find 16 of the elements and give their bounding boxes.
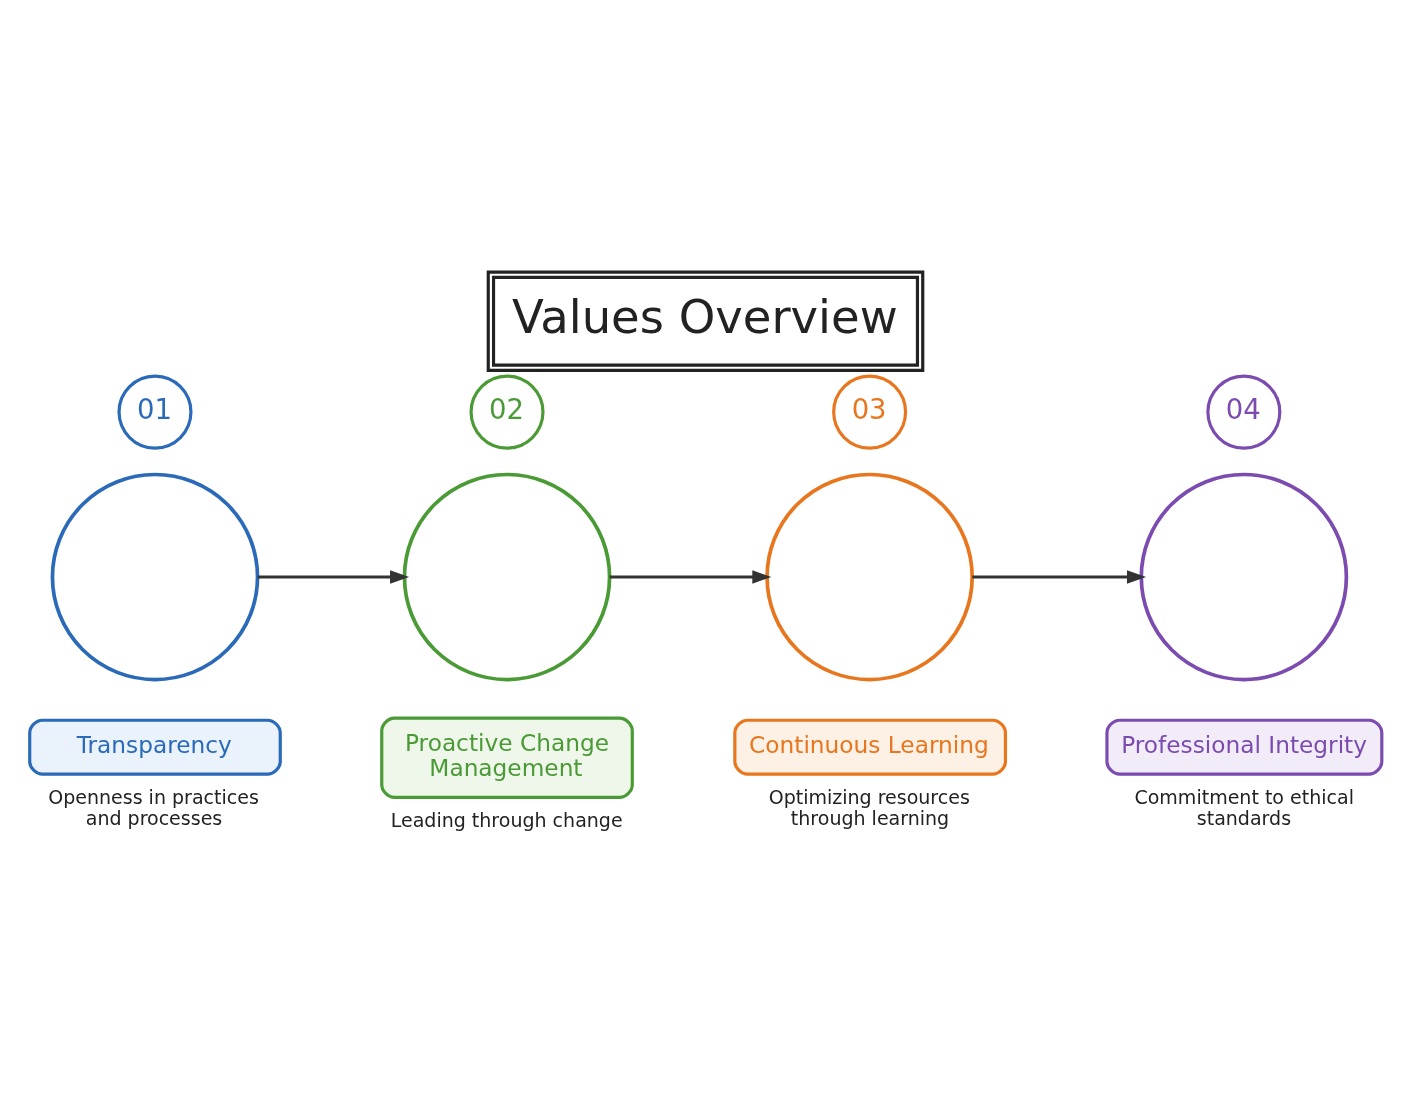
node-circle	[50, 472, 260, 681]
node-circle	[1139, 472, 1349, 681]
node-label: Leading through change	[390, 808, 623, 831]
node-label: Commitment to ethical standards	[1134, 785, 1354, 829]
node-circle	[765, 472, 974, 681]
arrow	[257, 569, 410, 584]
node-circle	[402, 472, 612, 681]
node-circle: 03	[832, 374, 908, 450]
diagram-title: Values Overview	[512, 289, 898, 344]
node-circle: 02	[469, 374, 545, 450]
node-circle: 01	[117, 374, 193, 450]
node-label: Openness in practices and processes	[48, 785, 259, 829]
node-label: Optimizing resources through learning	[768, 785, 970, 829]
node-circle: 04	[1206, 374, 1282, 450]
arrow	[609, 569, 772, 584]
arrow	[972, 569, 1147, 584]
